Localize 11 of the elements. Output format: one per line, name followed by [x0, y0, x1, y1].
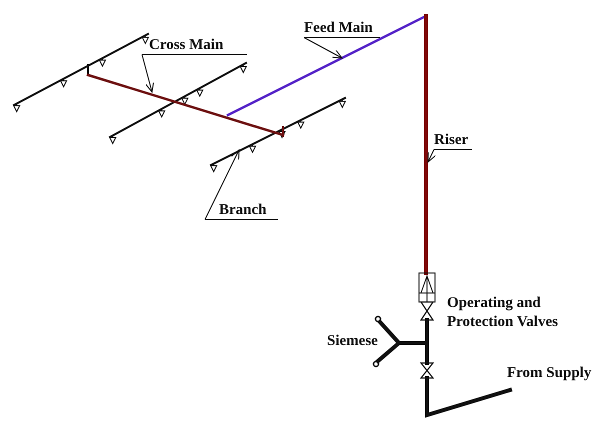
leader-line	[204, 150, 240, 220]
pipe-callout-label: Cross Main	[142, 38, 247, 55]
leader-line	[428, 149, 436, 162]
leader-line	[304, 37, 342, 58]
pipe-callout-label: Branch	[205, 203, 278, 220]
leader-line	[142, 54, 154, 92]
supply-label: From Supply	[507, 364, 592, 383]
pipe-callout-label: Feed Main	[304, 21, 380, 38]
valve-label: Operating and Protection Valves	[447, 294, 559, 332]
pipe-callout-label: Riser	[434, 133, 472, 150]
connection-label: Siemese	[327, 332, 379, 351]
